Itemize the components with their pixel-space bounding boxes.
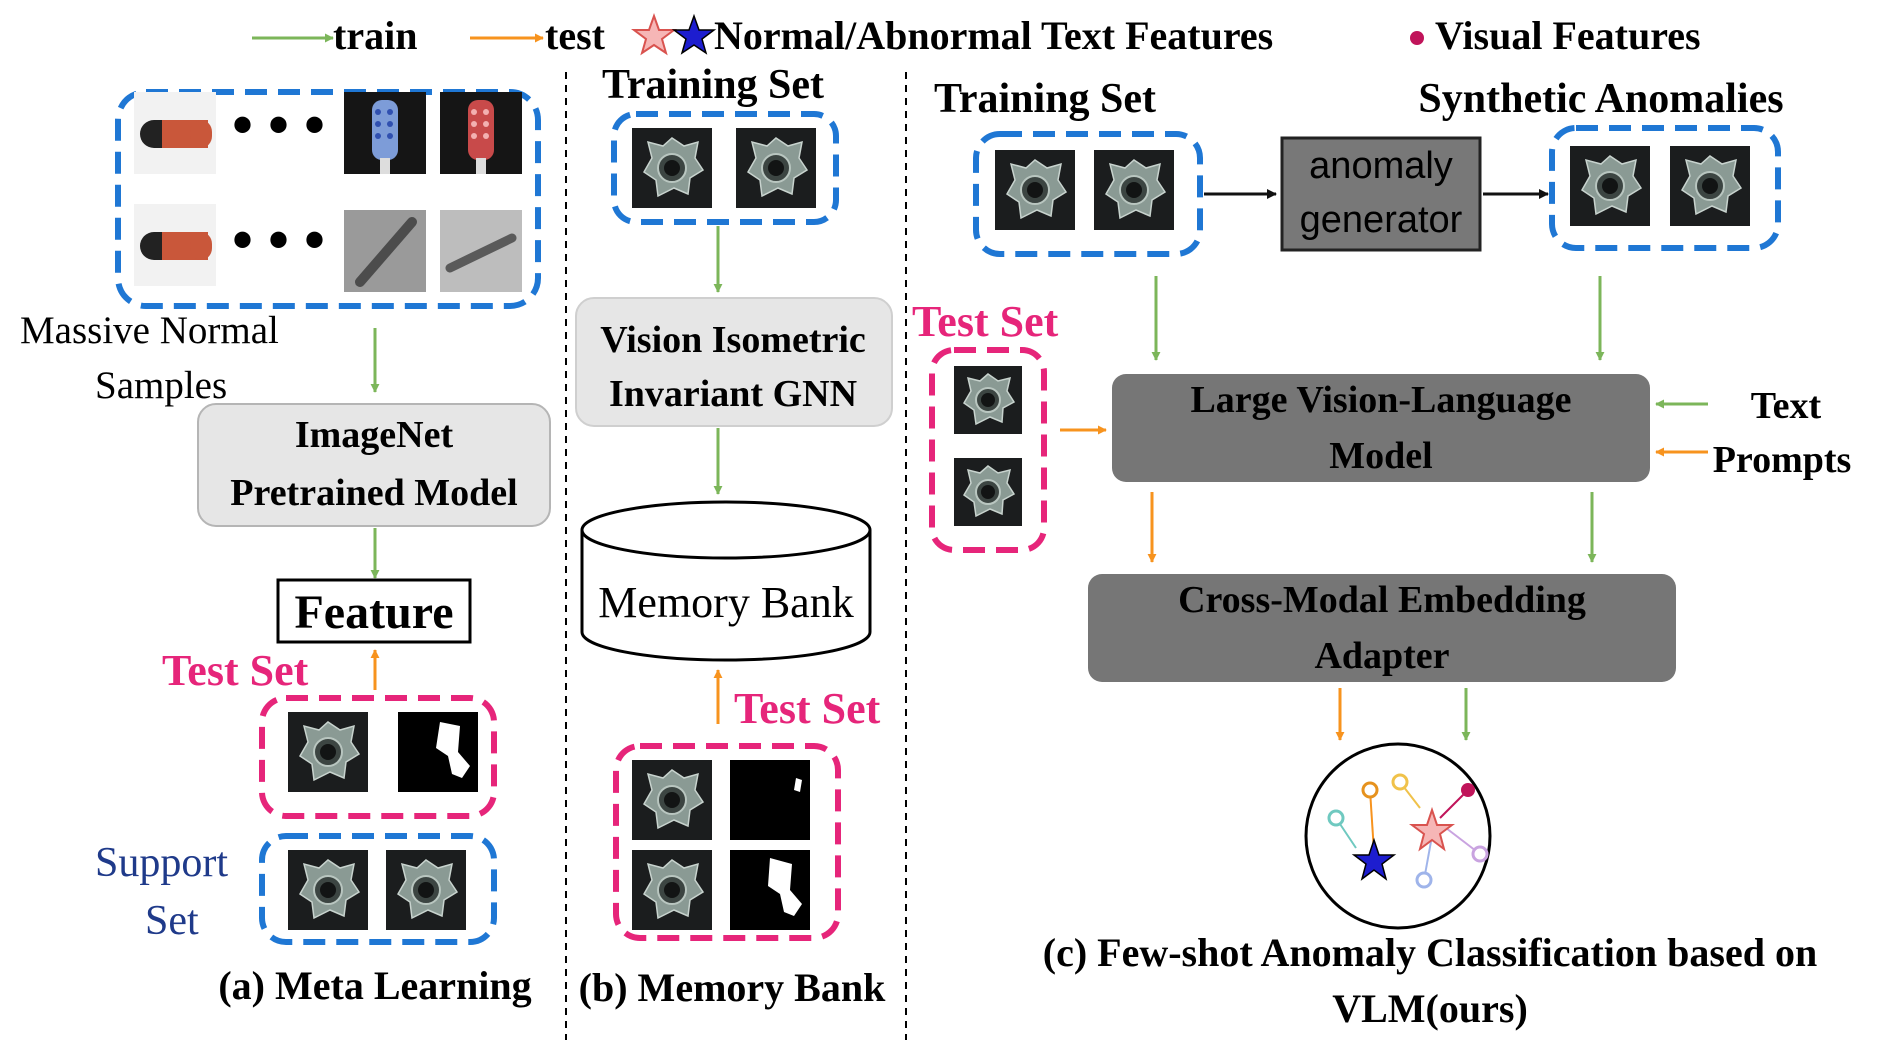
embedding-space <box>1304 742 1492 930</box>
normal-star-icon <box>1351 837 1397 881</box>
test-set-label: Test Set <box>912 297 1059 346</box>
training-set-label: Training Set <box>934 76 1156 122</box>
panel-c-caption: (c) Few-shot Anomaly Classification base… <box>1043 930 1817 975</box>
screw-image <box>344 210 426 292</box>
training-set-box <box>973 131 1203 257</box>
support-set-label: Set <box>145 898 199 944</box>
test-nut-image <box>631 849 713 931</box>
training-set-label: Training Set <box>602 62 824 108</box>
feature-box <box>276 578 472 644</box>
toothbrush-blue-image <box>344 92 426 174</box>
test-nut-image <box>631 759 713 841</box>
train-nut-image <box>1093 149 1175 231</box>
massive-normal-samples-label: Samples <box>95 364 227 407</box>
test-nut-image <box>953 365 1023 435</box>
memory-bank-cylinder <box>580 500 872 662</box>
normal-star-icon <box>671 13 717 55</box>
train-nut-image <box>994 149 1076 231</box>
ellipsis-dots: • • • <box>232 207 325 273</box>
panel-b-caption: (b) Memory Bank <box>579 965 886 1010</box>
anomaly-generator-box <box>1280 136 1482 252</box>
mask-image <box>730 850 810 930</box>
train-nut-image <box>735 127 817 209</box>
adapter-box <box>1088 574 1676 682</box>
test-nut-image <box>953 457 1023 527</box>
support-nut-image <box>287 849 369 931</box>
ellipsis-dots: • • • <box>232 92 325 158</box>
lvlm-label: Large Vision-Language <box>1190 379 1571 421</box>
visual-feature-dot-icon <box>1471 845 1489 863</box>
toothbrush-red-image <box>440 92 522 174</box>
legend-text-features-label: Normal/Abnormal Text Features <box>714 13 1273 58</box>
gnn-box <box>575 297 893 427</box>
support-set-box <box>259 833 497 945</box>
test-set-box <box>929 347 1047 553</box>
pretrained-model-label: Pretrained Model <box>230 472 517 514</box>
visual-feature-dot-icon <box>1410 31 1424 45</box>
lvlm-label: Model <box>1329 435 1432 477</box>
synthetic-anomalies-box <box>1549 125 1781 251</box>
abnormal-star-icon <box>631 13 677 56</box>
pretrained-model-box <box>197 403 551 527</box>
test-set-label: Test Set <box>734 684 881 733</box>
mask-image <box>398 712 478 792</box>
support-set-label: Support <box>95 840 228 886</box>
text-prompts-label: Text <box>1751 385 1822 427</box>
capsule-image <box>134 92 216 174</box>
feature-label: Feature <box>294 586 453 639</box>
legend: train test Normal/Abnormal Text Features… <box>252 13 1701 58</box>
visual-feature-dot-icon <box>1391 773 1409 791</box>
anomaly-generator-label: generator <box>1300 199 1463 241</box>
panel-a-caption: (a) Meta Learning <box>218 963 531 1008</box>
panel-vlm-few-shot: Training Set Synthetic Anomalies anomaly… <box>912 76 1851 1031</box>
synthetic-nut-image <box>1669 145 1751 227</box>
lvlm-box <box>1112 374 1650 482</box>
mask-image <box>730 760 810 840</box>
panel-c-caption: VLM(ours) <box>1332 986 1528 1031</box>
panel-meta-learning: • • • • • • <box>20 89 551 1008</box>
synthetic-nut-image <box>1569 145 1651 227</box>
capsule-image <box>134 204 216 286</box>
panel-memory-bank: Training Set Vision Isometric Invariant … <box>575 62 893 1010</box>
screw-image <box>440 210 522 292</box>
train-nut-image <box>631 127 713 209</box>
pretrained-model-label: ImageNet <box>295 414 454 456</box>
test-nut-image <box>287 711 369 793</box>
legend-visual-features-label: Visual Features <box>1435 13 1701 58</box>
massive-normal-samples-box <box>115 89 541 309</box>
visual-feature-dot-icon <box>1415 871 1433 889</box>
gnn-label: Vision Isometric <box>600 319 866 361</box>
adapter-label: Cross-Modal Embedding <box>1178 579 1586 621</box>
visual-feature-dot-icon <box>1327 809 1345 827</box>
legend-train-label: train <box>333 13 417 58</box>
legend-test-label: test <box>545 13 606 58</box>
training-set-box <box>611 111 839 225</box>
abnormal-star-icon <box>1409 806 1455 852</box>
test-set-box <box>613 743 841 941</box>
massive-normal-samples-label: Massive Normal <box>20 309 279 352</box>
text-prompts-label: Prompts <box>1713 439 1852 481</box>
anomaly-generator-label: anomaly <box>1309 145 1453 187</box>
visual-feature-dot-icon <box>1361 781 1379 799</box>
gnn-label: Invariant GNN <box>609 373 857 415</box>
memory-bank-label: Memory Bank <box>598 578 853 627</box>
adapter-label: Adapter <box>1314 635 1449 677</box>
test-set-label: Test Set <box>162 646 309 695</box>
support-nut-image <box>385 849 467 931</box>
visual-feature-dot-icon <box>1461 783 1475 797</box>
synthetic-anomalies-label: Synthetic Anomalies <box>1418 76 1783 122</box>
